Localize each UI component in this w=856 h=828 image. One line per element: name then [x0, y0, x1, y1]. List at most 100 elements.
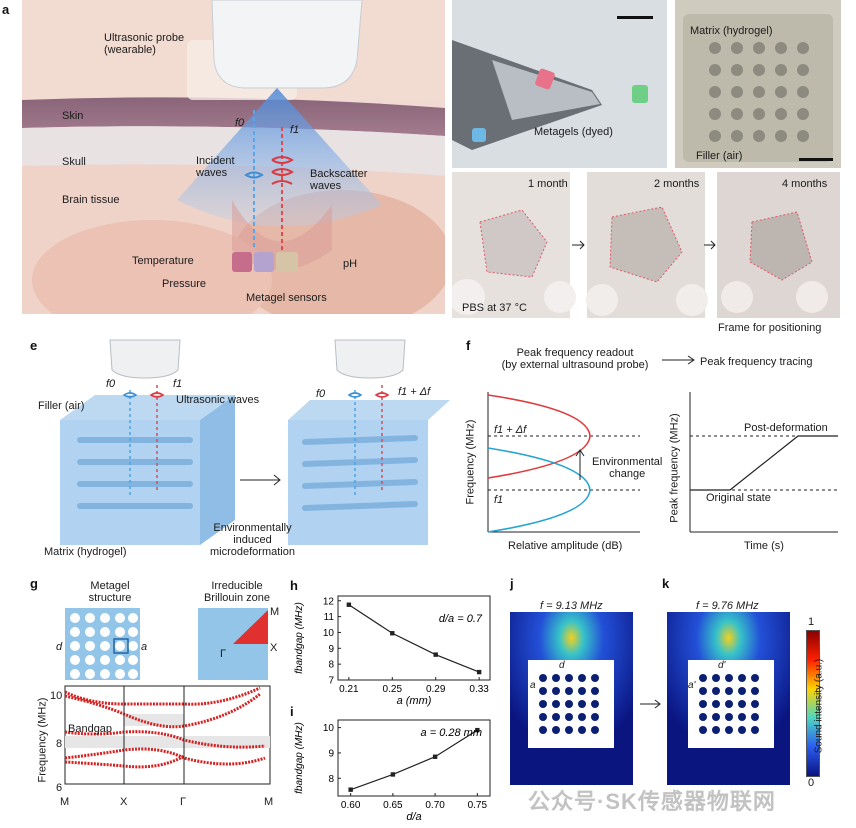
chart-i-xlabel: d/a	[406, 811, 421, 823]
panel-j-letter: j	[510, 576, 514, 591]
panel-c-photo	[675, 0, 841, 168]
chart-h-xtick-label: 0.21	[339, 684, 359, 695]
k-d-label: d'	[718, 660, 726, 671]
chart-h-point	[476, 669, 482, 675]
matrix-hydrogel-label: Matrix (hydrogel)	[690, 25, 773, 37]
g-ytick-10: 10	[50, 690, 63, 702]
e-left-f0: f0	[106, 378, 116, 390]
chart-i-point	[432, 754, 438, 759]
panel-a-illustration	[22, 0, 445, 314]
layer-skin-label: Skin	[62, 110, 84, 122]
layer-brain-label: Brain tissue	[62, 194, 120, 206]
ph-label: pH	[343, 258, 358, 270]
panel-k-letter: k	[662, 576, 670, 591]
panel-d-photos	[452, 172, 840, 318]
backscatter-waves-label: Backscatter waves	[310, 168, 368, 192]
panel-h-letter: h	[290, 578, 298, 593]
chart-h-point	[346, 602, 352, 607]
f-f1-shift: f1 + Δf	[494, 424, 527, 436]
metagel-structure-label: Metagel structure	[88, 580, 132, 604]
panel-g-letter: g	[30, 576, 38, 591]
chart-i-ytick-label: 9	[328, 748, 334, 759]
colorbar-min: 0	[808, 777, 815, 789]
g-d-label: d	[56, 641, 63, 653]
chart-i-ytick-label: 10	[323, 723, 335, 734]
panel-jk-fields	[510, 612, 790, 785]
time-4-months: 4 months	[782, 178, 828, 190]
panel-e-letter: e	[30, 338, 38, 353]
e-right-f0: f0	[316, 388, 326, 400]
f-xlabel-left: Relative amplitude (dB)	[508, 540, 623, 552]
chart-i-frame	[337, 719, 491, 797]
temperature-label: Temperature	[132, 255, 194, 267]
g-ytick-8: 8	[56, 738, 63, 750]
f-ylabel-left: Frequency (MHz)	[464, 419, 477, 505]
chart-i-series-line	[350, 729, 478, 791]
chart-i-ytick-label: 8	[328, 774, 334, 785]
colorbar-label: Sound intensity (a.u.)	[813, 658, 825, 754]
chart-h-ytick-label: 8	[328, 660, 334, 671]
chart-h-ytick-label: 11	[324, 612, 335, 623]
chart-h-ytick-label: 7	[328, 676, 334, 687]
chart-h-point	[390, 631, 395, 636]
chart-h-ytick-label: 9	[328, 644, 334, 655]
panel-f-letter: f	[466, 338, 471, 353]
g-xtick-M2: M	[264, 796, 274, 808]
g-a-label: a	[141, 641, 148, 653]
panel-f-plots	[487, 355, 838, 533]
chart-h-xtick-label: 0.25	[383, 684, 403, 695]
microdeformation-label: Environmentally induced microdeformation	[210, 522, 295, 558]
tracing-label: Peak frequency tracing	[700, 356, 813, 368]
frame-positioning-label: Frame for positioning	[718, 322, 822, 334]
chart-i-point	[390, 772, 396, 777]
ultrasonic-waves-label: Ultrasonic waves	[176, 394, 260, 406]
env-change-label: Environmental change	[592, 456, 663, 480]
panel-i-letter: i	[290, 704, 294, 719]
chart-h-xlabel: a (mm)	[397, 695, 432, 707]
chart-h-ytick-label: 12	[323, 596, 335, 607]
filler-air-label: Filler (air)	[696, 150, 743, 162]
pbs-condition-label: PBS at 37 °C	[462, 302, 527, 314]
time-1-month: 1 month	[528, 178, 568, 190]
panel-a-letter: a	[2, 2, 10, 17]
readout-label: Peak frequency readout (by external ultr…	[501, 347, 649, 371]
time-2-months: 2 months	[654, 178, 700, 190]
j-frequency-label: f = 9.13 MHz	[540, 600, 603, 612]
pressure-label: Pressure	[162, 278, 207, 290]
chart-i-point	[475, 727, 480, 733]
chart-i-xtick-label: 0.60	[341, 800, 361, 811]
chart-h-xtick-label: 0.33	[469, 684, 489, 695]
chart-i-xtick-label: 0.75	[468, 800, 488, 811]
f-xlabel-right: Time (s)	[744, 540, 784, 552]
f0-label: f0	[235, 117, 245, 129]
colorbar-max: 1	[808, 616, 815, 628]
e-filler-label: Filler (air)	[38, 400, 85, 412]
f-f1: f1	[494, 494, 504, 506]
panel-e-illustration	[60, 339, 450, 545]
bz-M-label: M	[270, 606, 280, 618]
k-frequency-label: f = 9.76 MHz	[696, 600, 759, 612]
metagels-dyed-label: Metagels (dyed)	[534, 126, 613, 138]
post-deformation-label: Post-deformation	[744, 422, 828, 434]
j-d-label: d	[559, 660, 565, 671]
g-ylabel: Frequency (MHz)	[36, 697, 49, 783]
metagel-sensors-label: Metagel sensors	[246, 292, 327, 304]
g-xtick-M1: M	[60, 796, 70, 808]
brillouin-zone-label: Irreducible Brillouin zone	[203, 580, 271, 604]
e-right-f1-shift: f1 + Δf	[398, 386, 431, 398]
chart-i-xtick-label: 0.65	[383, 800, 403, 811]
panel-b-photo	[452, 0, 667, 168]
chart-h-annotation: d/a = 0.7	[439, 613, 483, 625]
e-left-f1: f1	[173, 378, 183, 390]
panel-g-bandplot	[64, 685, 271, 785]
original-state-label: Original state	[706, 492, 771, 504]
bz-X-label: X	[270, 642, 278, 654]
chart-i-point	[348, 787, 353, 792]
chart-h-point	[433, 652, 438, 657]
e-matrix-label: Matrix (hydrogel)	[44, 546, 127, 558]
bz-gamma-label: Γ	[220, 648, 227, 660]
bandgap-label: Bandgap	[68, 723, 113, 735]
chart-h-xtick-label: 0.29	[426, 684, 446, 695]
